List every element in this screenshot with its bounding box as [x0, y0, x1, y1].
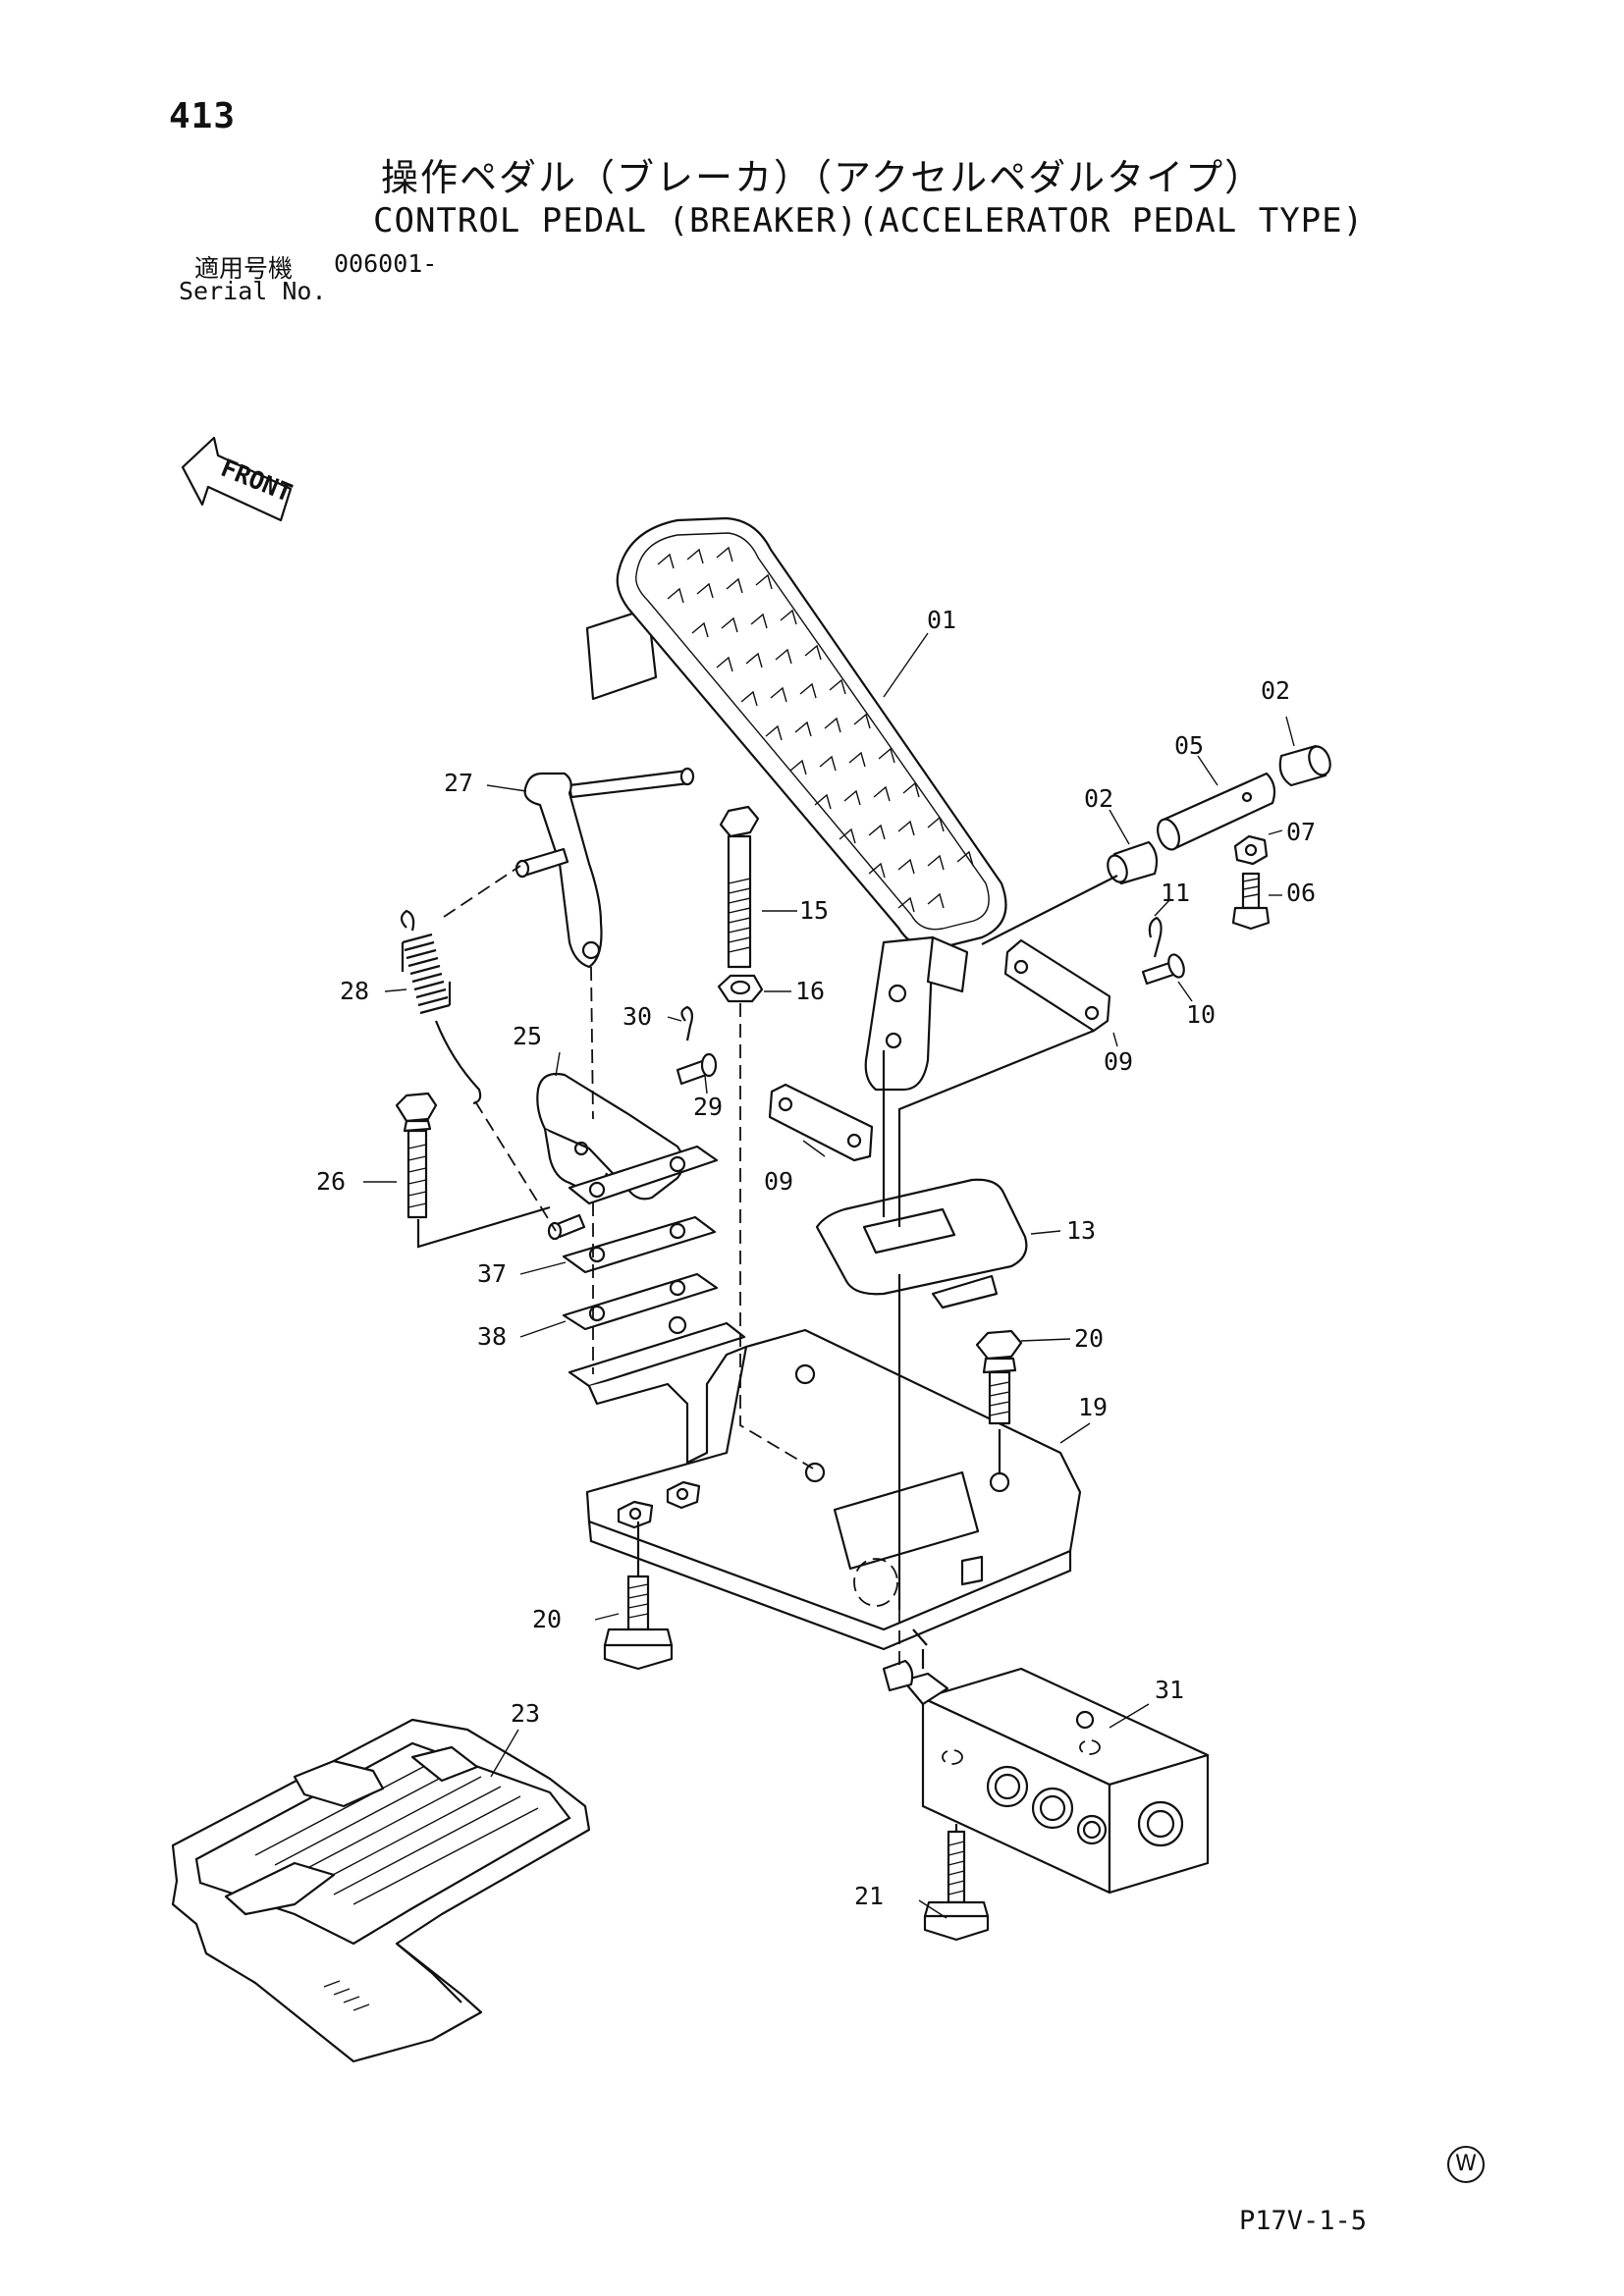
title-english: CONTROL PEDAL (BREAKER)(ACCELERATOR PEDA… — [373, 201, 1365, 240]
title-japanese: 操作ペダル（ブレーカ）（アクセルペダルタイプ） — [381, 156, 1265, 199]
bolt-15 — [719, 805, 760, 969]
shim-plate-37-upper — [568, 1145, 719, 1205]
part-label-28: 28 — [340, 977, 369, 1005]
serial-label-japanese: 適用号機 — [194, 254, 294, 283]
serial-label-english: Serial No. — [179, 277, 327, 305]
part-label-10: 10 — [1186, 1000, 1216, 1029]
part-label-13: 13 — [1066, 1216, 1096, 1245]
part-label-37: 37 — [477, 1259, 507, 1288]
front-arrow-icon: FRONT — [181, 436, 297, 522]
cover-13 — [815, 1178, 1028, 1309]
assembly-lines — [416, 865, 1118, 1832]
part-label-06: 06 — [1286, 879, 1316, 907]
part-label-02-lower: 02 — [1084, 784, 1113, 813]
bracket-25 — [536, 1072, 685, 1241]
spring-28 — [400, 909, 482, 1105]
pin-10 — [1141, 953, 1185, 986]
part-label-16: 16 — [795, 977, 825, 1005]
part-label-07: 07 — [1286, 818, 1316, 846]
part-label-20-right: 20 — [1074, 1324, 1104, 1353]
part-label-38: 38 — [477, 1322, 507, 1351]
part-label-30: 30 — [623, 1002, 652, 1031]
clip-30 — [680, 1005, 694, 1041]
part-label-26: 26 — [316, 1167, 346, 1196]
part-label-02-upper: 02 — [1261, 676, 1290, 705]
serial-number-value: 006001- — [334, 249, 438, 278]
part-label-23: 23 — [511, 1699, 540, 1728]
part-label-05: 05 — [1174, 731, 1204, 760]
accelerator-pedal — [585, 516, 1007, 1092]
part-label-09-right: 09 — [1104, 1047, 1133, 1076]
cotter-pin-11 — [1148, 916, 1163, 958]
part-label-29: 29 — [693, 1093, 723, 1121]
part-label-27: 27 — [444, 769, 473, 797]
part-label-21: 21 — [854, 1882, 884, 1910]
part-label-31: 31 — [1155, 1676, 1184, 1704]
bolt-20-upper — [975, 1329, 1023, 1425]
base-plate-19 — [568, 1315, 1082, 1651]
pin-29 — [676, 1052, 718, 1086]
part-label-09-left: 09 — [764, 1167, 793, 1196]
part-label-19: 19 — [1078, 1393, 1108, 1421]
bolt-26 — [395, 1092, 438, 1219]
nut-07 — [1233, 834, 1269, 866]
footer-code: P17V-1-5 — [1239, 2206, 1368, 2236]
page-number: 413 — [169, 96, 237, 136]
lever-27 — [514, 767, 695, 969]
bushing-and-pin — [1107, 744, 1331, 885]
bolt-20-lower — [603, 1575, 674, 1671]
leader-lines — [363, 632, 1295, 1919]
part-label-11: 11 — [1161, 879, 1190, 907]
bolt-06 — [1231, 872, 1271, 931]
bolt-21 — [923, 1830, 990, 1942]
part-label-01: 01 — [927, 606, 956, 634]
part-label-25: 25 — [513, 1022, 542, 1050]
part-label-20-left: 20 — [532, 1605, 562, 1633]
corner-mark: W — [1447, 2146, 1485, 2183]
link-plate-09-upper — [1003, 938, 1111, 1033]
nut-16 — [717, 974, 764, 1003]
part-label-15: 15 — [799, 896, 829, 925]
floor-mat-23 — [171, 1718, 591, 2063]
link-plate-09-lower — [768, 1083, 874, 1162]
shim-plate-38 — [562, 1272, 719, 1331]
pilot-valve-31 — [882, 1629, 1210, 1895]
shim-plate-37 — [562, 1215, 717, 1274]
